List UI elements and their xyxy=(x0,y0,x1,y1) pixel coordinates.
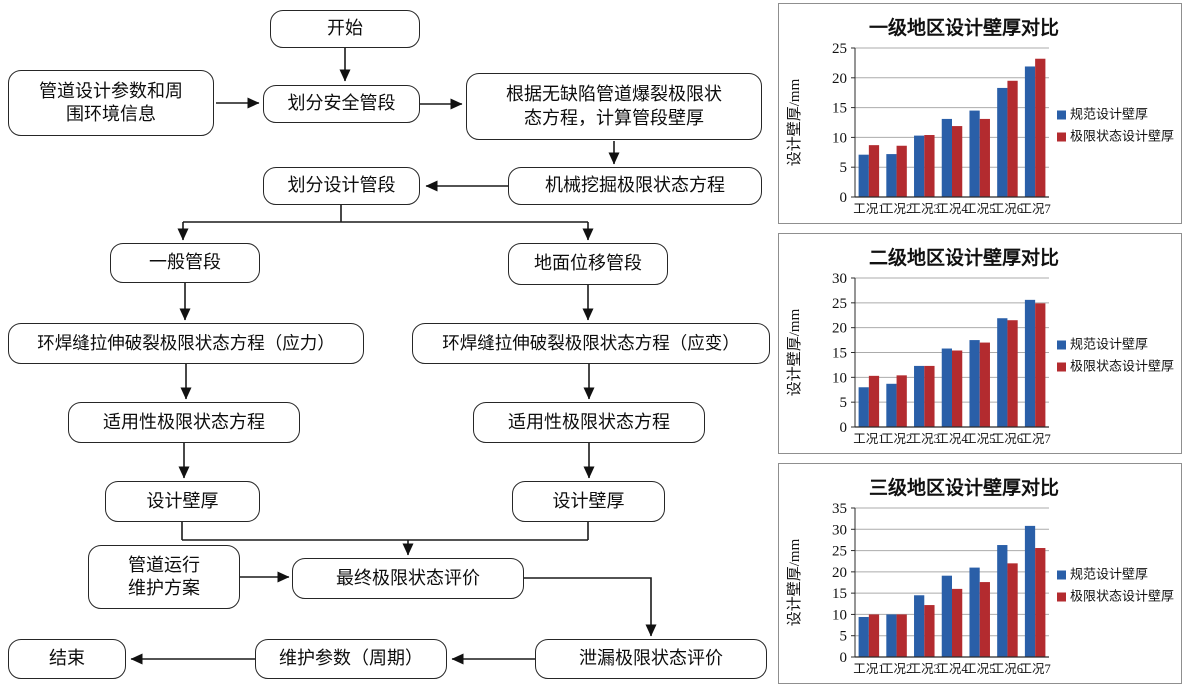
svg-text:工况2: 工况2 xyxy=(881,202,912,216)
flow-node-serviceability-right: 适用性极限状态方程 xyxy=(473,402,705,443)
svg-text:工况4: 工况4 xyxy=(936,202,968,216)
flow-node-start: 开始 xyxy=(270,10,420,48)
svg-text:5: 5 xyxy=(840,395,848,411)
flow-node-divide-safety-segments: 划分安全管段 xyxy=(263,85,420,123)
flow-node-final-limit-eval: 最终极限状态评价 xyxy=(292,558,524,599)
svg-text:工况7: 工况7 xyxy=(1020,202,1051,216)
svg-text:工况6: 工况6 xyxy=(992,662,1023,676)
svg-text:极限状态设计壁厚: 极限状态设计壁厚 xyxy=(1070,129,1174,144)
svg-text:工况6: 工况6 xyxy=(992,432,1023,446)
flow-node-serviceability-left: 适用性极限状态方程 xyxy=(68,402,300,443)
svg-text:一级地区设计壁厚对比: 一级地区设计壁厚对比 xyxy=(869,16,1059,39)
svg-text:设计壁厚/mm: 设计壁厚/mm xyxy=(786,78,803,166)
svg-text:极限状态设计壁厚: 极限状态设计壁厚 xyxy=(1070,359,1174,374)
svg-text:10: 10 xyxy=(832,130,847,146)
svg-text:30: 30 xyxy=(832,522,847,538)
svg-text:15: 15 xyxy=(832,101,847,117)
svg-text:二级地区设计壁厚对比: 二级地区设计壁厚对比 xyxy=(869,246,1059,269)
svg-text:20: 20 xyxy=(832,71,847,87)
svg-text:规范设计壁厚: 规范设计壁厚 xyxy=(1070,107,1148,122)
svg-text:30: 30 xyxy=(832,271,847,287)
flow-node-leak-limit-eval: 泄漏极限状态评价 xyxy=(535,639,767,679)
flowchart: 开始 管道设计参数和周 围环境信息 划分安全管段 根据无缺陷管道爆裂极限状 态方… xyxy=(8,10,770,679)
svg-text:15: 15 xyxy=(832,586,847,602)
svg-text:5: 5 xyxy=(840,629,848,645)
svg-text:规范设计壁厚: 规范设计壁厚 xyxy=(1070,337,1148,352)
connector-lines xyxy=(130,48,657,665)
svg-text:工况7: 工况7 xyxy=(1020,662,1051,676)
svg-text:0: 0 xyxy=(840,650,848,666)
svg-text:工况3: 工况3 xyxy=(909,662,940,676)
flow-node-ground-displacement-segment: 地面位移管段 xyxy=(508,243,668,285)
flow-node-general-segment: 一般管段 xyxy=(110,243,260,283)
flow-node-mechanical-excavation: 机械挖掘极限状态方程 xyxy=(508,167,762,205)
flow-node-girth-weld-stress: 环焊缝拉伸破裂极限状态方程（应力） xyxy=(8,323,364,364)
svg-text:工况1: 工况1 xyxy=(853,202,884,216)
svg-text:工况7: 工况7 xyxy=(1020,432,1051,446)
svg-text:工况4: 工况4 xyxy=(936,432,968,446)
svg-text:工况2: 工况2 xyxy=(881,662,912,676)
svg-text:三级地区设计壁厚对比: 三级地区设计壁厚对比 xyxy=(869,476,1059,499)
svg-text:工况5: 工况5 xyxy=(964,662,995,676)
svg-text:25: 25 xyxy=(832,41,847,57)
svg-text:工况5: 工况5 xyxy=(964,432,995,446)
svg-text:0: 0 xyxy=(840,420,848,436)
flow-node-divide-design-segments: 划分设计管段 xyxy=(263,167,420,205)
svg-text:工况1: 工况1 xyxy=(853,662,884,676)
svg-text:20: 20 xyxy=(832,321,847,337)
svg-text:工况4: 工况4 xyxy=(936,662,968,676)
svg-text:极限状态设计壁厚: 极限状态设计壁厚 xyxy=(1070,589,1174,604)
svg-text:0: 0 xyxy=(840,190,848,206)
svg-text:规范设计壁厚: 规范设计壁厚 xyxy=(1070,567,1148,582)
svg-text:工况6: 工况6 xyxy=(992,202,1023,216)
flow-node-design-wall-left: 设计壁厚 xyxy=(105,481,260,522)
svg-text:5: 5 xyxy=(840,160,848,176)
flow-node-maintenance-params: 维护参数（周期） xyxy=(255,639,447,679)
svg-text:25: 25 xyxy=(832,544,847,560)
svg-text:工况3: 工况3 xyxy=(909,432,940,446)
svg-text:工况3: 工况3 xyxy=(909,202,940,216)
flow-node-pipeline-info: 管道设计参数和周 围环境信息 xyxy=(8,70,214,136)
svg-text:设计壁厚/mm: 设计壁厚/mm xyxy=(786,308,803,396)
svg-text:20: 20 xyxy=(832,565,847,581)
svg-text:25: 25 xyxy=(832,296,847,312)
svg-text:工况5: 工况5 xyxy=(964,202,995,216)
flow-node-design-wall-right: 设计壁厚 xyxy=(512,481,665,522)
flow-node-burst-limit-calc: 根据无缺陷管道爆裂极限状 态方程，计算管段壁厚 xyxy=(466,73,762,140)
flow-node-maintenance-plan: 管道运行 维护方案 xyxy=(88,545,240,609)
svg-text:35: 35 xyxy=(832,501,847,517)
svg-text:工况2: 工况2 xyxy=(881,432,912,446)
flow-node-end: 结束 xyxy=(8,639,126,679)
svg-text:工况1: 工况1 xyxy=(853,432,884,446)
flow-node-girth-weld-strain: 环焊缝拉伸破裂极限状态方程（应变） xyxy=(412,323,770,364)
svg-text:设计壁厚/mm: 设计壁厚/mm xyxy=(786,538,803,626)
svg-text:10: 10 xyxy=(832,607,847,623)
svg-text:15: 15 xyxy=(832,346,847,362)
svg-text:10: 10 xyxy=(832,370,847,386)
flowchart-arrows xyxy=(130,48,657,665)
